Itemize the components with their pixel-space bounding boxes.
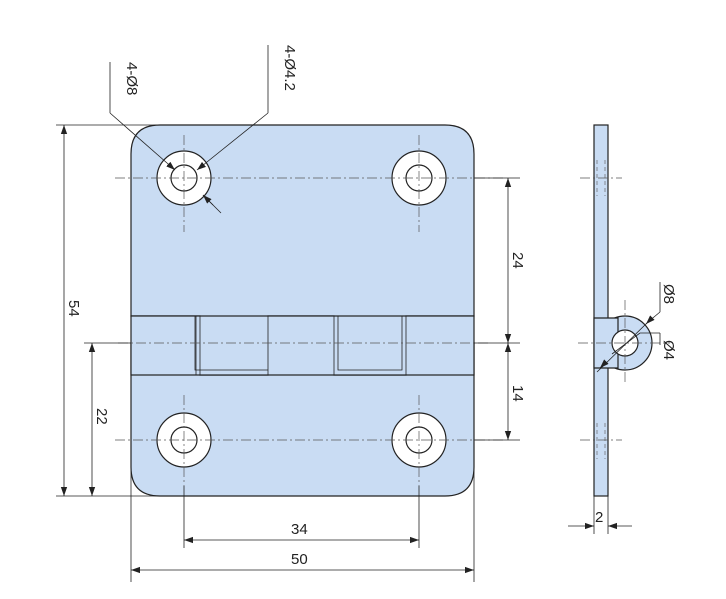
dim-24-label: 24 bbox=[509, 252, 526, 269]
dim-50-label: 50 bbox=[291, 551, 308, 568]
dim-54-label: 54 bbox=[65, 300, 82, 317]
dim-14-label: 14 bbox=[509, 385, 526, 402]
dim-2-label: 2 bbox=[595, 509, 603, 526]
front-view bbox=[115, 124, 505, 497]
knuckle-strip bbox=[130, 315, 475, 376]
knuckle-outer-label: Ø8 bbox=[660, 284, 677, 304]
knuckle-pin-label: Ø4 bbox=[660, 340, 677, 360]
knuckle-outline bbox=[131, 315, 474, 376]
hole-large-callout: 4-Ø8 bbox=[123, 62, 140, 95]
dim-right: 24 14 bbox=[474, 177, 526, 441]
side-view: Ø8 Ø4 2 bbox=[568, 124, 677, 534]
hole-centerlines bbox=[115, 135, 505, 486]
dim-bottom: 34 50 bbox=[130, 470, 475, 582]
dim-34-label: 34 bbox=[291, 521, 308, 538]
hole-small-callout: 4-Ø4.2 bbox=[281, 45, 298, 91]
side-plate bbox=[593, 124, 609, 497]
dim-22-label: 22 bbox=[93, 408, 110, 425]
hole-callouts: 4-Ø8 4-Ø4.2 bbox=[109, 45, 298, 214]
dim-left: 54 22 bbox=[56, 124, 160, 497]
